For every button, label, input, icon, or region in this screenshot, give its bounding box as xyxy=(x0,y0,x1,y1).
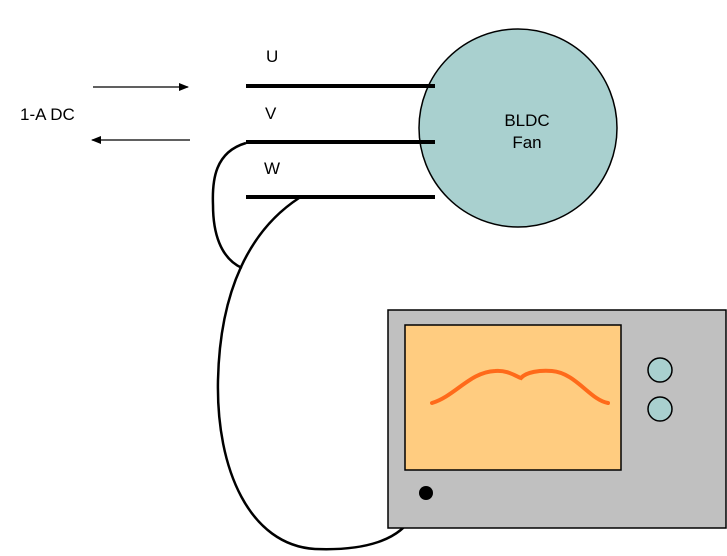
knob-icon[interactable] xyxy=(647,396,673,422)
fan-label-line2: Fan xyxy=(512,133,541,152)
oscilloscope-icon xyxy=(387,309,727,529)
probe-jack-icon xyxy=(419,486,433,500)
phase-v-label: V xyxy=(265,104,277,123)
fan-label-line1: BLDC xyxy=(504,111,549,130)
jumper-wire xyxy=(211,141,247,270)
scope-screen xyxy=(404,324,622,471)
knob-icon[interactable] xyxy=(647,357,673,383)
current-label: 1-A DC xyxy=(20,105,75,124)
bldc-fan xyxy=(418,28,618,228)
phase-w-label: W xyxy=(264,159,280,178)
waveform-trace xyxy=(430,368,610,405)
phase-u-label: U xyxy=(266,47,278,66)
